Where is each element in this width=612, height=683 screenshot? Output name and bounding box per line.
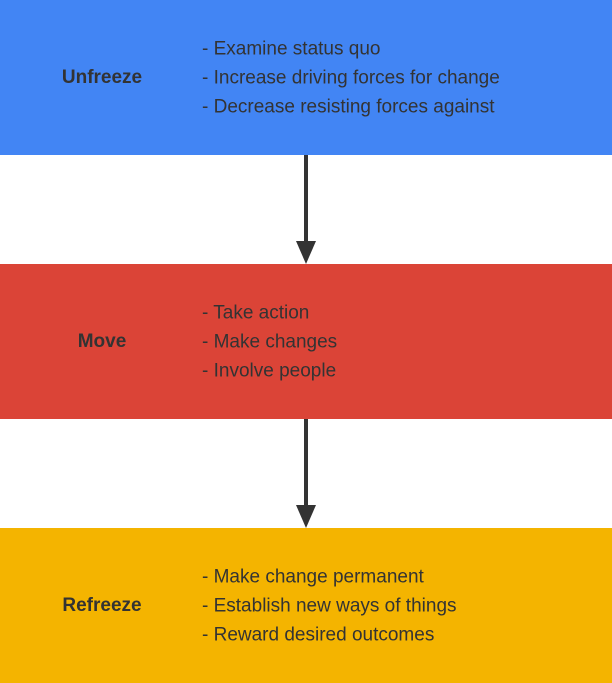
- stage-item: - Make change permanent: [202, 566, 424, 587]
- stage-item: - Establish new ways of things: [202, 595, 457, 616]
- down-arrow-icon: [296, 419, 316, 528]
- stage-item: - Examine status quo: [202, 38, 381, 59]
- stage-move: Move - Take action - Make changes - Invo…: [0, 264, 612, 419]
- stage-title-unfreeze: Unfreeze: [61, 66, 143, 88]
- stage-item: - Take action: [202, 302, 310, 323]
- stage-item: - Make changes: [202, 331, 338, 352]
- stage-title-move: Move: [77, 330, 127, 352]
- stage-title-refreeze: Refreeze: [62, 594, 142, 616]
- stage-items-unfreeze: - Examine status quo - Increase driving …: [202, 34, 500, 121]
- stage-item: - Increase driving forces for change: [202, 67, 500, 88]
- stage-items-move: - Take action - Make changes - Involve p…: [202, 298, 337, 385]
- stage-refreeze: Refreeze - Make change permanent - Estab…: [0, 528, 612, 683]
- down-arrow-icon: [296, 155, 316, 264]
- stage-item: - Decrease resisting forces against: [202, 96, 495, 117]
- stage-unfreeze: Unfreeze - Examine status quo - Increase…: [0, 0, 612, 155]
- stage-items-refreeze: - Make change permanent - Establish new …: [202, 562, 457, 649]
- arrow-head: [296, 505, 316, 528]
- stage-item: - Involve people: [202, 360, 337, 381]
- arrow-head: [296, 241, 316, 264]
- stage-item: - Reward desired outcomes: [202, 624, 435, 645]
